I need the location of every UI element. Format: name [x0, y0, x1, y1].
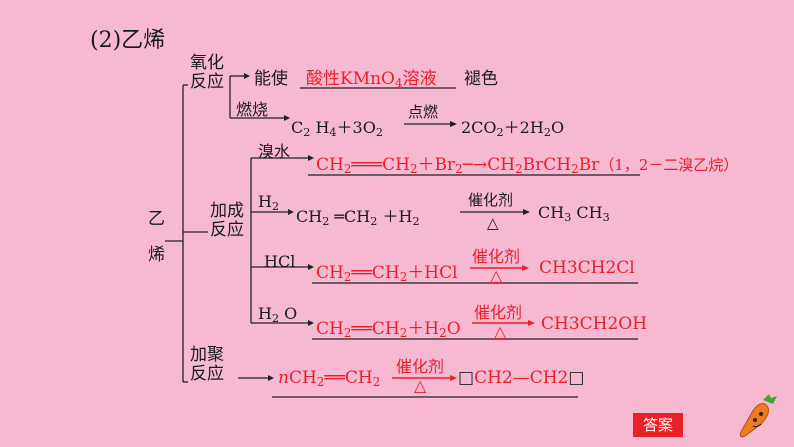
polymer-heat: △ [414, 376, 427, 395]
root-label: 乙 烯 [148, 209, 165, 265]
section-title: (2)乙烯 [90, 28, 166, 53]
polymer-product: □CH2—CH2□ [458, 368, 585, 388]
polymer-catalyst: 催化剂 [396, 357, 445, 376]
bromine-reagent: 溴水 [258, 142, 291, 161]
oxidation-label: 氧化 反应 [190, 53, 224, 92]
water-reagent: H2 O [258, 304, 298, 325]
hcl-equation: CH2══CH2＋HCl [316, 263, 458, 284]
addition-label: 加成 反应 [210, 201, 244, 240]
combustion-condition: 点燃 [408, 103, 439, 121]
water-heat: △ [494, 322, 507, 341]
water-product: CH3CH2OH [541, 314, 648, 334]
polymer-label: 加聚 反应 [190, 345, 224, 384]
hydrogen-equation: CH2 ═CH2 ＋H2 [296, 207, 420, 228]
hydrogen-product: CH3 CH3 [538, 203, 610, 224]
carrot-icon [739, 394, 777, 438]
hcl-reagent: HCl [264, 252, 296, 271]
kmno4-prefix: 能使 [254, 69, 288, 89]
combustion-lhs: C2 H4＋3O2 [291, 118, 383, 139]
water-equation: CH2══CH2＋H2O [316, 319, 461, 340]
bromine-equation: CH2═══CH2＋Br2─→CH2BrCH2Br（1，2－二溴乙烷） [316, 155, 739, 176]
combustion-rhs: 2CO2＋2H2O [461, 118, 565, 139]
kmno4-fill: 酸性KMnO4溶液 [306, 69, 437, 90]
hcl-catalyst: 催化剂 [472, 247, 521, 266]
combustion-label: 燃烧 [236, 100, 269, 119]
hcl-heat: △ [490, 266, 503, 285]
answer-button[interactable]: 答案 [633, 413, 683, 437]
hcl-product: CH3CH2Cl [539, 258, 635, 278]
hydrogen-reagent: H2 [258, 192, 280, 213]
water-catalyst: 催化剂 [474, 303, 523, 322]
polymer-equation: nCH2══CH2 [278, 368, 381, 389]
kmno4-suffix: 褪色 [464, 69, 498, 89]
hydrogen-catalyst: 催化剂 [468, 191, 514, 209]
hydrogen-heat: △ [487, 214, 499, 232]
